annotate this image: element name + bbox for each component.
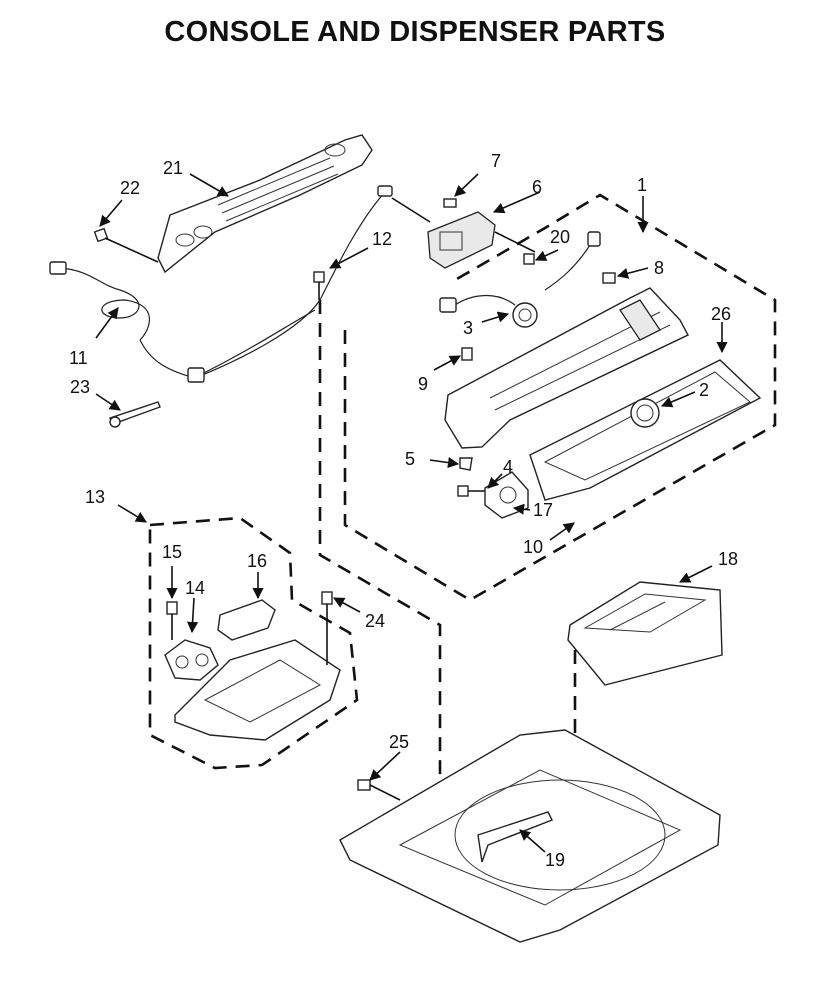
callout-9: 9 [418,374,428,394]
wire-harness [49,185,393,383]
callout-2: 2 [699,380,709,400]
hose-routing-dashed-line [318,300,442,890]
callout-5: 5 [405,449,415,469]
rear-control-housing [157,134,373,274]
leader-4 [487,473,503,489]
callout-16: 16 [247,551,267,571]
leader-6 [492,191,541,214]
leader-20 [534,249,559,261]
switch-module-17 [484,471,529,519]
callout-24: 24 [365,611,385,631]
callout-17: 17 [533,500,553,520]
callout-15: 15 [162,542,182,562]
leader-24 [333,597,361,613]
leader-8 [616,267,649,279]
leader-7 [454,173,479,197]
leader-2 [660,391,696,408]
leader-17 [512,503,531,515]
leader-3 [481,311,510,323]
callout-3: 3 [463,318,473,338]
callout-20: 20 [550,227,570,247]
diagram-title: CONSOLE AND DISPENSER PARTS [164,16,666,48]
callout-7: 7 [491,151,501,171]
cable-tie [109,401,161,428]
leader-12 [329,247,369,269]
callout-4: 4 [503,457,513,477]
callout-11: 11 [69,348,88,368]
cycle-selector-knob [630,398,660,428]
clip-5 [459,457,473,471]
callout-13: 13 [85,487,105,507]
washer-top-cover [339,729,721,943]
screw-8 [602,272,616,284]
leader-25 [369,751,401,781]
leader-19 [519,829,546,853]
lid-switch-harness [439,231,601,328]
bracket-16 [217,599,276,641]
leader-9 [433,355,461,371]
leader-18 [678,565,713,583]
console-cover [529,359,762,501]
callout-14: 14 [185,578,205,598]
callout-25: 25 [389,732,409,752]
board-screw-leader-line [494,231,536,253]
screw-7 [443,198,457,208]
leader-11 [95,307,119,339]
console-assembly-boundary [343,193,777,602]
screw-15 [166,601,178,640]
console-panel [444,287,689,449]
callout-18: 18 [718,549,738,569]
callout-12: 12 [372,229,392,249]
callout-22: 22 [120,178,140,198]
callout-6: 6 [532,177,542,197]
water-inlet-valve [164,639,219,681]
callout-1: 1 [637,175,647,195]
callout-10: 10 [523,537,543,557]
dispenser-drawer [567,581,723,686]
valve-bracket [174,639,341,741]
screw-24 [321,591,333,665]
clip-9 [461,347,473,361]
callout-8: 8 [654,258,664,278]
screw-20 [523,253,535,265]
leader-23 [95,393,121,411]
leader-13 [117,504,147,523]
leader-14 [187,597,199,634]
leader-21 [189,173,229,197]
callout-19: 19 [545,850,565,870]
leader-22 [99,199,123,227]
leader-5 [429,457,460,469]
user-interface-board [427,211,496,269]
leader-10 [549,522,575,541]
screw-12 [313,271,325,300]
board-leader-line [391,197,431,223]
screw-25 [357,779,401,801]
screw-22 [93,227,159,263]
callout-23: 23 [70,377,90,397]
callout-21: 21 [163,158,183,178]
valve-assembly-boundary [148,516,359,770]
callout-26: 26 [711,304,731,324]
